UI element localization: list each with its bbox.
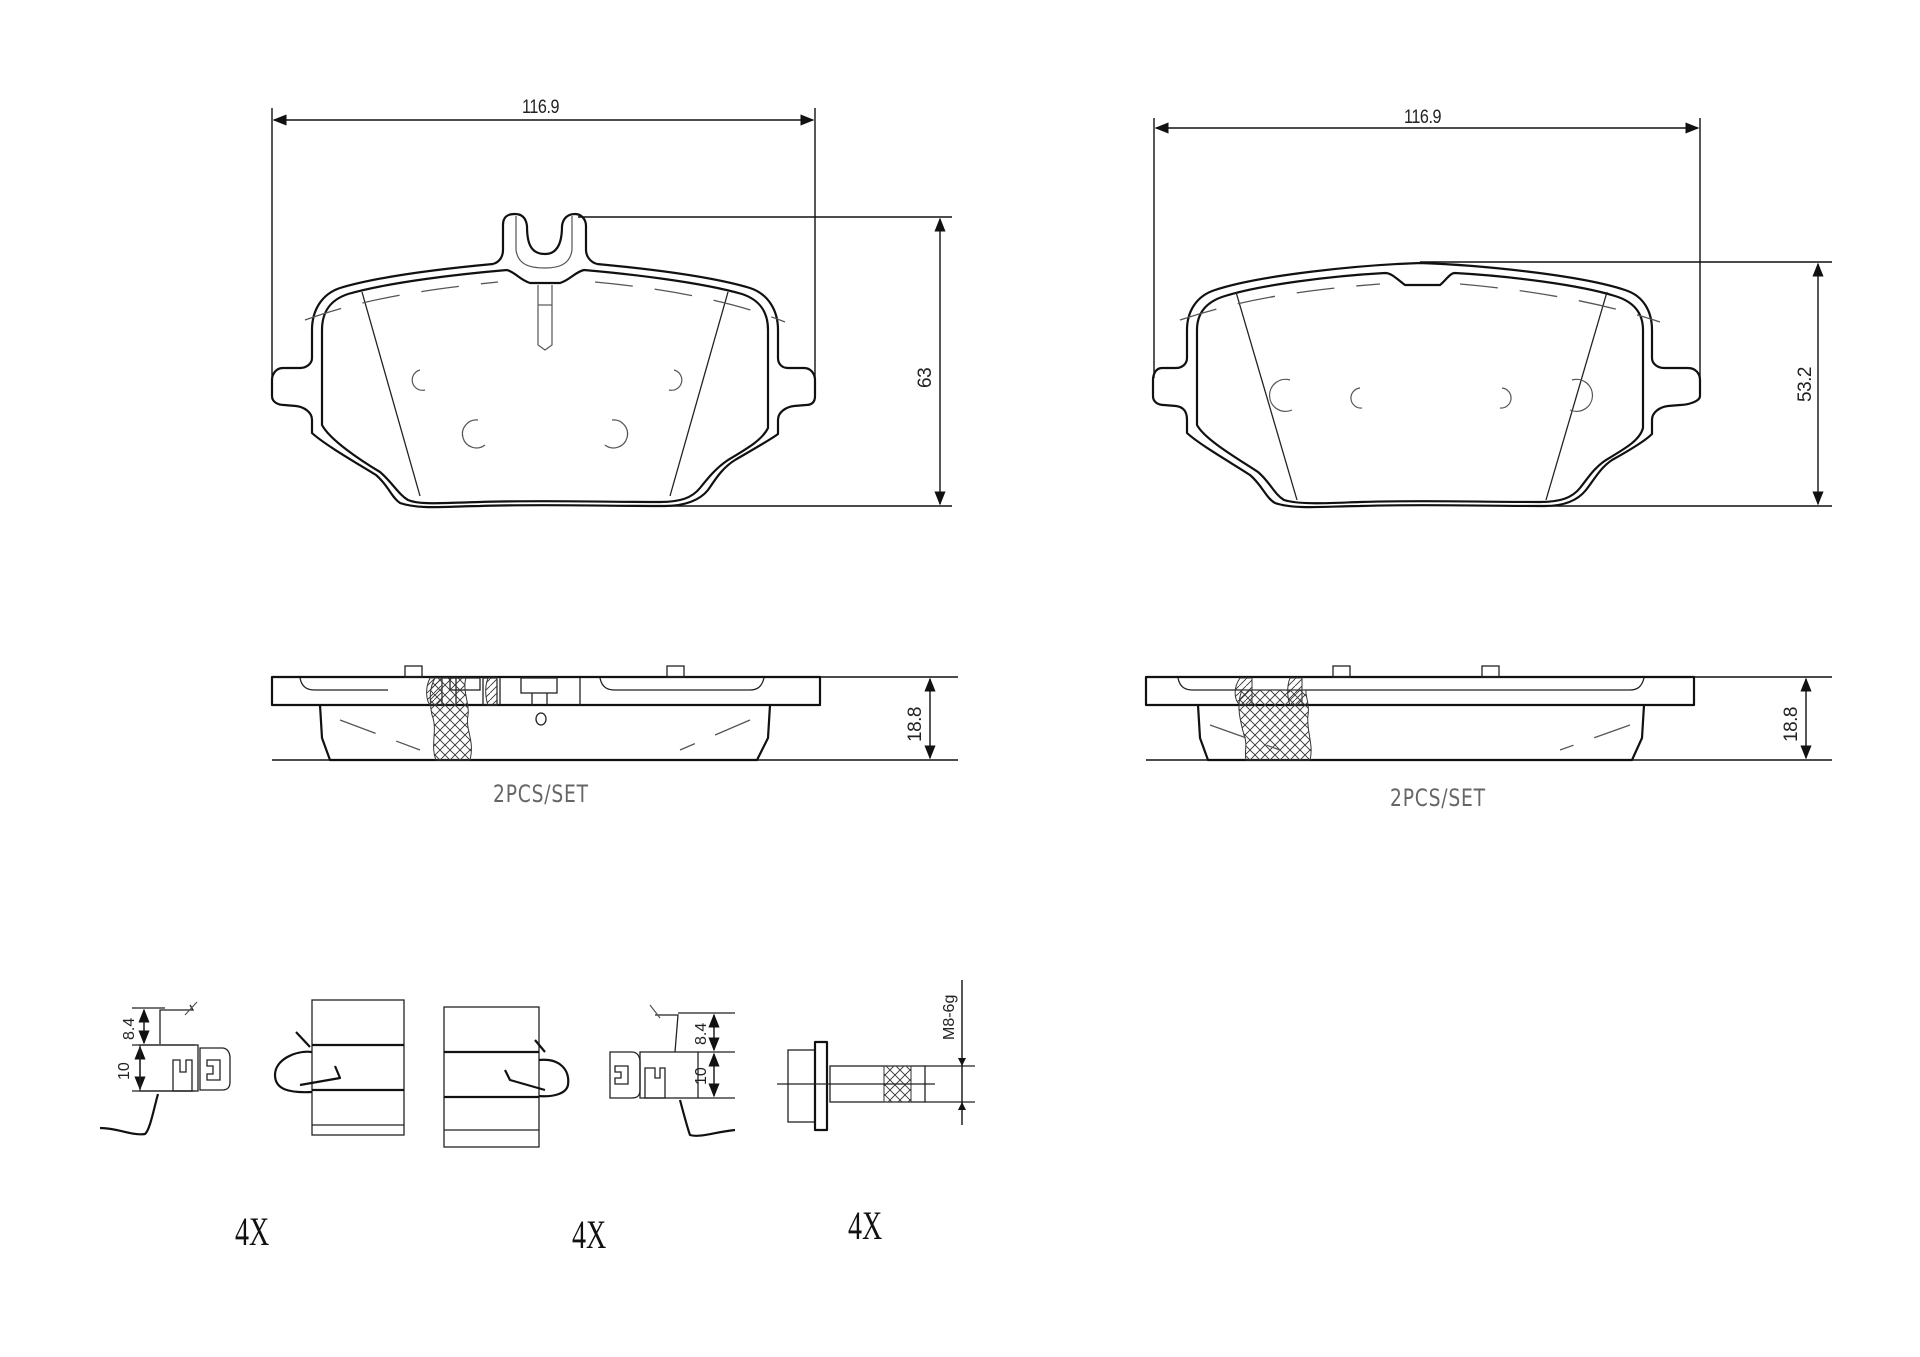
clip-a-lower-dim: 10 — [116, 1062, 133, 1080]
clip-b-front-drawing — [443, 1006, 570, 1148]
clip-a-side-drawing — [99, 1001, 231, 1136]
clip-b-side-drawing — [609, 1004, 736, 1137]
right-pad-quantity-note: 2PCS/SET — [1390, 784, 1486, 812]
bolt-thread-label: M8-6g — [941, 994, 958, 1040]
right-pad-top-view — [1151, 118, 1832, 509]
bolt-drawing — [777, 980, 975, 1132]
right-pad-thickness-label: 18.8 — [1781, 707, 1802, 742]
right-pad-side-view — [1144, 665, 1832, 762]
left-pad-top-view — [270, 108, 952, 509]
right-pad-height-label: 53.2 — [1795, 367, 1816, 402]
clip-b-upper-dim: 8.4 — [693, 1022, 710, 1045]
bolt-quantity: 4X — [848, 1203, 883, 1248]
left-pad-width-label: 116.9 — [522, 97, 560, 118]
clip-a-front-drawing — [273, 999, 405, 1136]
left-pad-side-view — [270, 665, 958, 762]
right-pad-width-label: 116.9 — [1404, 107, 1442, 128]
clip-a-upper-dim: 8.4 — [121, 1017, 138, 1040]
clip-a-quantity: 4X — [235, 1209, 270, 1254]
clip-b-lower-dim: 10 — [693, 1067, 710, 1085]
clip-b-quantity: 4X — [572, 1212, 607, 1257]
left-pad-quantity-note: 2PCS/SET — [493, 780, 589, 808]
left-pad-height-label: 63 — [915, 367, 936, 388]
left-pad-thickness-label: 18.8 — [905, 707, 926, 742]
